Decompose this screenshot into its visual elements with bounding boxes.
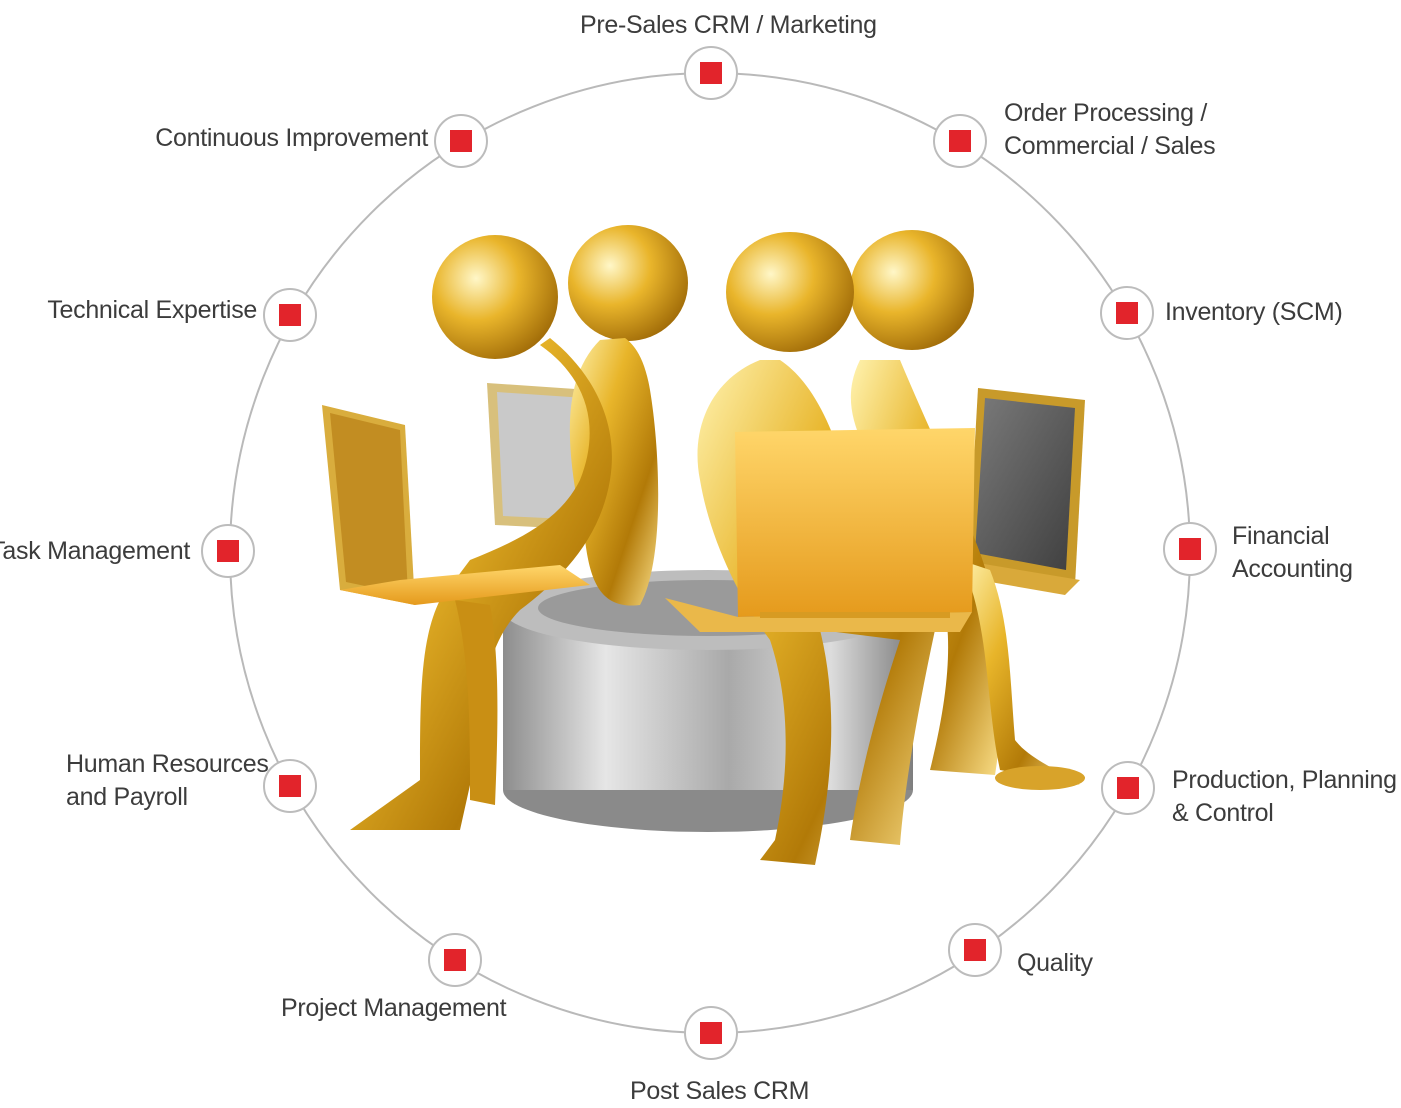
red-square-icon	[700, 1022, 722, 1044]
node-marker-quality	[948, 923, 1002, 977]
node-marker-post-sales	[684, 1006, 738, 1060]
node-marker-continuous-improvement	[434, 114, 488, 168]
gold-figures-illustration	[322, 225, 1085, 865]
node-marker-financial	[1163, 522, 1217, 576]
node-label-financial: Financial Accounting	[1232, 522, 1353, 583]
red-square-icon	[1116, 302, 1138, 324]
red-square-icon	[949, 130, 971, 152]
node-label-quality: Quality	[1017, 949, 1093, 977]
node-marker-order-processing	[933, 114, 987, 168]
node-marker-technical-expertise	[263, 288, 317, 342]
red-square-icon	[700, 62, 722, 84]
node-label-technical-expertise: Technical Expertise	[47, 296, 257, 324]
red-square-icon	[1117, 777, 1139, 799]
red-square-icon	[450, 130, 472, 152]
red-square-icon	[964, 939, 986, 961]
node-label-post-sales: Post Sales CRM	[630, 1077, 810, 1105]
node-marker-pre-sales	[684, 46, 738, 100]
node-marker-project-management	[428, 933, 482, 987]
node-label-production: Production, Planning & Control	[1172, 766, 1397, 827]
node-marker-task-management	[201, 524, 255, 578]
red-square-icon	[1179, 538, 1201, 560]
node-label-project-management: Project Management	[281, 994, 507, 1022]
red-square-icon	[217, 540, 239, 562]
red-square-icon	[444, 949, 466, 971]
red-square-icon	[279, 304, 301, 326]
node-marker-human-resources	[263, 759, 317, 813]
red-square-icon	[279, 775, 301, 797]
node-marker-inventory	[1100, 286, 1154, 340]
node-label-inventory: Inventory (SCM)	[1165, 298, 1343, 326]
node-marker-production	[1101, 761, 1155, 815]
node-label-pre-sales: Pre-Sales CRM / Marketing	[580, 11, 877, 39]
node-label-task-management: Task Management	[0, 537, 190, 565]
node-label-order-processing: Order Processing / Commercial / Sales	[1004, 99, 1216, 160]
node-label-continuous-improvement: Continuous Improvement	[155, 124, 428, 152]
node-label-human-resources: Human Resources and Payroll	[66, 750, 269, 811]
